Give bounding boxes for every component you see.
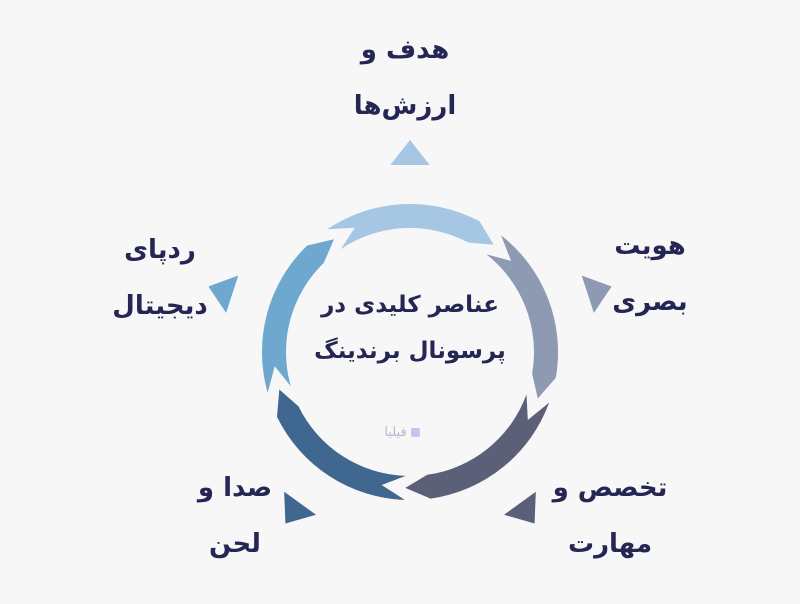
label-expertise-skill-line-1: تخصص و: [552, 473, 668, 503]
label-visual-identity-line-1: هویت: [614, 231, 686, 261]
label-purpose-values-line-1: هدف و: [360, 35, 450, 65]
label-digital-footprint-line-2: دیجیتال: [112, 291, 208, 321]
pointer-triangle-voice-tone: [284, 491, 316, 524]
label-purpose-values-line-2: ارزش‌ها: [353, 91, 457, 121]
label-expertise-skill-line-2: مهارت: [567, 529, 653, 559]
pointer-triangle-visual-identity: [581, 275, 612, 313]
center-title-line-1: عناصر کلیدی در: [321, 292, 499, 318]
label-voice-tone-line-2: لحن: [209, 529, 261, 559]
label-digital-footprint: ردپای دیجیتال: [85, 222, 235, 334]
label-visual-identity: هویت بصری: [590, 218, 710, 330]
label-purpose-values: هدف و ارزش‌ها: [330, 22, 480, 134]
cycle-segment-digital-footprint: [261, 239, 334, 393]
cycle-segment-purpose-values: [327, 203, 494, 250]
label-voice-tone: صدا و لحن: [160, 460, 310, 572]
center-title: عناصر کلیدی در پرسونال برندینگ: [300, 282, 520, 374]
cycle-segment-expertise-skill: [405, 394, 550, 499]
watermark-text: فیلیا: [384, 425, 407, 440]
pointer-triangle-digital-footprint: [208, 275, 239, 313]
label-digital-footprint-line-1: ردپای: [124, 235, 196, 265]
label-voice-tone-line-1: صدا و: [197, 473, 273, 503]
cycle-segment-visual-identity: [486, 235, 559, 399]
label-expertise-skill: تخصص و مهارت: [535, 460, 685, 572]
cycle-segment-voice-tone: [277, 389, 406, 500]
pointer-triangle-purpose-values: [390, 140, 430, 165]
center-title-line-2: پرسونال برندینگ: [314, 338, 506, 364]
watermark-logo: فیلیا: [362, 425, 442, 440]
label-visual-identity-line-2: بصری: [612, 287, 688, 317]
logo-icon: [410, 428, 420, 437]
pointer-triangle-expertise-skill: [504, 491, 536, 524]
